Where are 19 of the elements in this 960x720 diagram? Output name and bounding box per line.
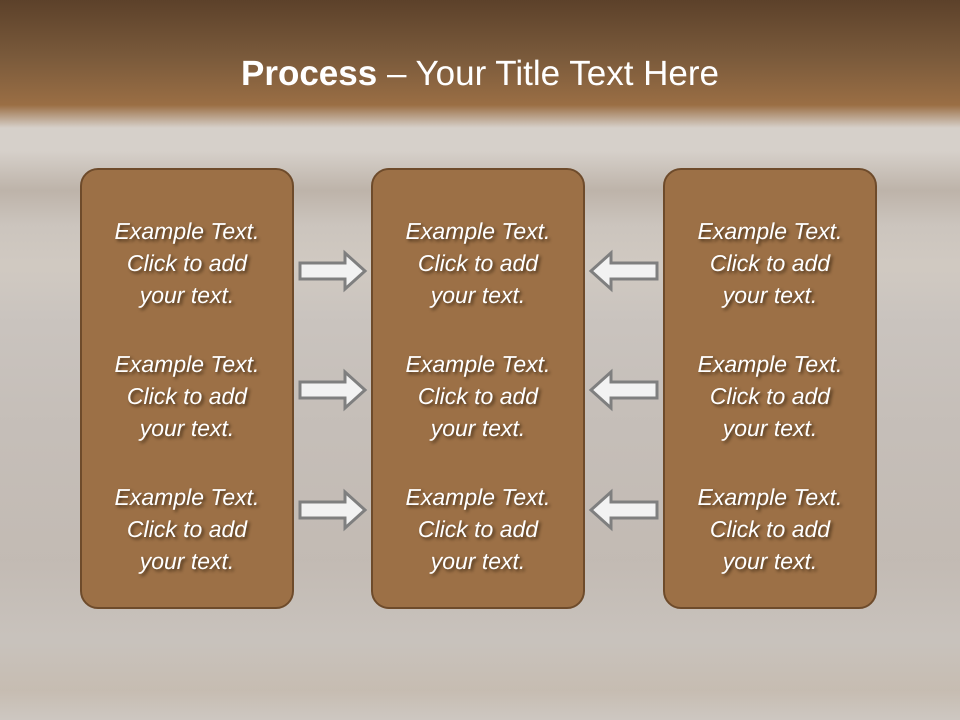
body-text: Example Text. Click to add your text. xyxy=(114,217,260,310)
block-arrow xyxy=(298,488,368,532)
block-arrow xyxy=(298,368,368,412)
rounded-panel xyxy=(371,168,585,609)
title-text: Process – Your Title Text Here xyxy=(241,53,719,95)
body-text: Example Text. Click to add your text. xyxy=(114,483,260,576)
body-text: Example Text. Click to add your text. xyxy=(404,483,552,576)
rounded-panel xyxy=(80,168,294,609)
body-text: Example Text. Click to add your text. xyxy=(404,350,552,443)
block-arrow xyxy=(298,250,368,292)
block-arrow xyxy=(588,250,658,292)
body-text: Example Text. Click to add your text. xyxy=(696,350,844,443)
body-text: Example Text. Click to add your text. xyxy=(696,483,844,576)
block-arrow xyxy=(588,368,658,412)
body-text: Example Text. Click to add your text. xyxy=(114,350,260,443)
block-arrow xyxy=(588,488,658,532)
body-text: Example Text. Click to add your text. xyxy=(404,217,552,310)
body-text: Example Text. Click to add your text. xyxy=(696,217,844,310)
rounded-panel xyxy=(663,168,877,609)
